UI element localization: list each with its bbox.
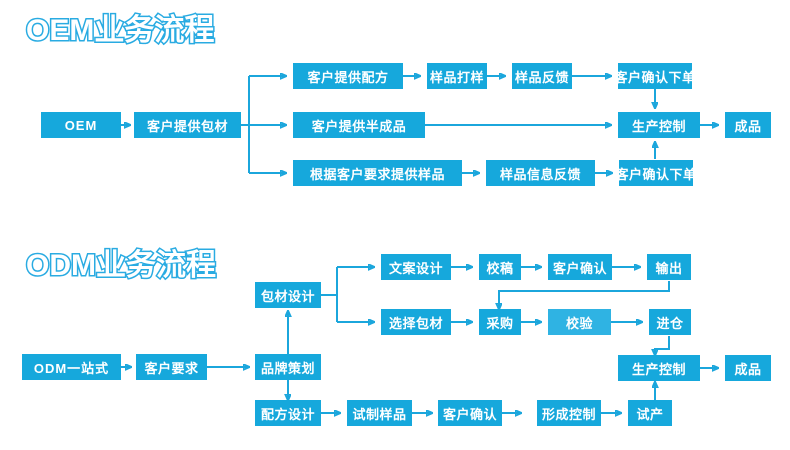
oem-end-node[interactable]: 成品 bbox=[725, 112, 771, 138]
oem-merge-node[interactable]: 生产控制 bbox=[618, 112, 700, 138]
odm-start-node[interactable]: ODM一站式 bbox=[22, 354, 121, 380]
odm-pack-bottom-4-node[interactable]: 进仓 bbox=[649, 309, 691, 335]
odm-pack-top-2-node[interactable]: 校稿 bbox=[479, 254, 521, 280]
odm-pack-design-node[interactable]: 包材设计 bbox=[255, 282, 321, 308]
oem-b1-step4-node[interactable]: 客户确认下单 bbox=[615, 63, 695, 89]
odm-pack-bottom-2-node[interactable]: 采购 bbox=[479, 309, 521, 335]
oem-b3-step3-node[interactable]: 客户确认下单 bbox=[616, 160, 696, 186]
odm-pack-top-3-node[interactable]: 客户确认 bbox=[548, 254, 612, 280]
odm-formula-5-node[interactable]: 试产 bbox=[628, 400, 672, 426]
oem-b1-step2-node[interactable]: 样品打样 bbox=[427, 63, 487, 89]
odm-pack-top-1-node[interactable]: 文案设计 bbox=[381, 254, 451, 280]
oem-b3-step2-node[interactable]: 样品信息反馈 bbox=[486, 160, 595, 186]
odm-formula-3-node[interactable]: 客户确认 bbox=[438, 400, 502, 426]
odm-pack-bottom-1-node[interactable]: 选择包材 bbox=[381, 309, 451, 335]
oem-start-node[interactable]: OEM bbox=[41, 112, 121, 138]
odm-formula-4-node[interactable]: 形成控制 bbox=[537, 400, 601, 426]
odm-formula-2-node[interactable]: 试制样品 bbox=[347, 400, 412, 426]
odm-section-title: ODM业务流程 bbox=[25, 249, 218, 282]
odm-formula-1-node[interactable]: 配方设计 bbox=[255, 400, 321, 426]
odm-pack-top-4-node[interactable]: 输出 bbox=[647, 254, 691, 280]
odm-step3-node[interactable]: 品牌策划 bbox=[255, 354, 321, 380]
odm-merge-node[interactable]: 生产控制 bbox=[618, 355, 700, 381]
oem-step2-node[interactable]: 客户提供包材 bbox=[134, 112, 241, 138]
odm-pack-bottom-3-node[interactable]: 校验 bbox=[548, 309, 611, 335]
oem-section-title: OEM业务流程 bbox=[24, 14, 215, 47]
oem-b3-step1-node[interactable]: 根据客户要求提供样品 bbox=[293, 160, 462, 186]
odm-end-node[interactable]: 成品 bbox=[725, 355, 771, 381]
oem-b2-step1-node[interactable]: 客户提供半成品 bbox=[293, 112, 425, 138]
odm-step2-node[interactable]: 客户要求 bbox=[136, 354, 207, 380]
oem-b1-step3-node[interactable]: 样品反馈 bbox=[512, 63, 572, 89]
oem-b1-step1-node[interactable]: 客户提供配方 bbox=[293, 63, 403, 89]
